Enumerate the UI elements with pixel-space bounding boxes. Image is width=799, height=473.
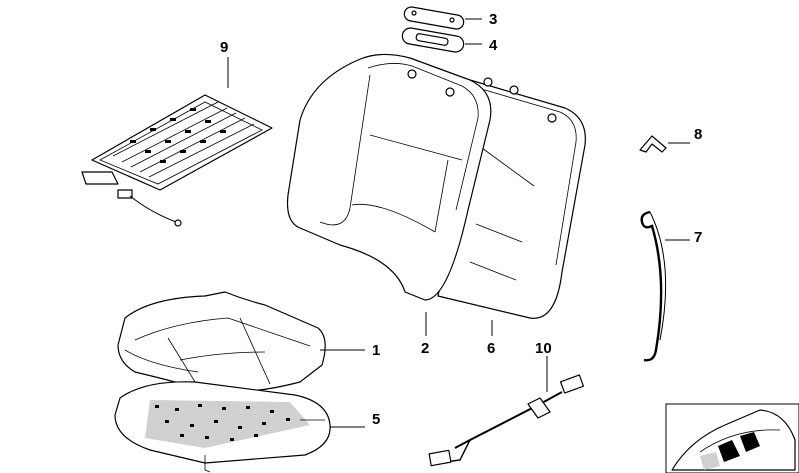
callout-8: 8 (694, 126, 702, 143)
seat-base-part (114, 381, 331, 473)
callout-3: 3 (489, 11, 497, 28)
hook-clip-part (639, 135, 667, 153)
callout-6: 6 (487, 340, 495, 357)
callout-9: 9 (220, 39, 228, 56)
callout-10: 10 (535, 340, 552, 357)
callout-7: 7 (694, 229, 702, 246)
cable-harness-part (428, 374, 585, 467)
wire-frame-part (640, 210, 667, 362)
callout-2: 2 (421, 340, 429, 357)
plate-lower-part (401, 27, 465, 53)
seat-cushion-cover-part (117, 291, 326, 393)
heating-mat-part (81, 94, 273, 227)
plate-top-part (403, 6, 465, 30)
callout-labels: 1 2 3 4 5 6 7 8 9 10 (220, 11, 702, 428)
callout-5: 5 (372, 411, 380, 428)
callout-4: 4 (489, 37, 498, 54)
leader-lines (227, 18, 690, 428)
backrest-cover-part (286, 53, 492, 301)
vehicle-location-inset (665, 403, 799, 473)
callout-1: 1 (372, 342, 380, 359)
